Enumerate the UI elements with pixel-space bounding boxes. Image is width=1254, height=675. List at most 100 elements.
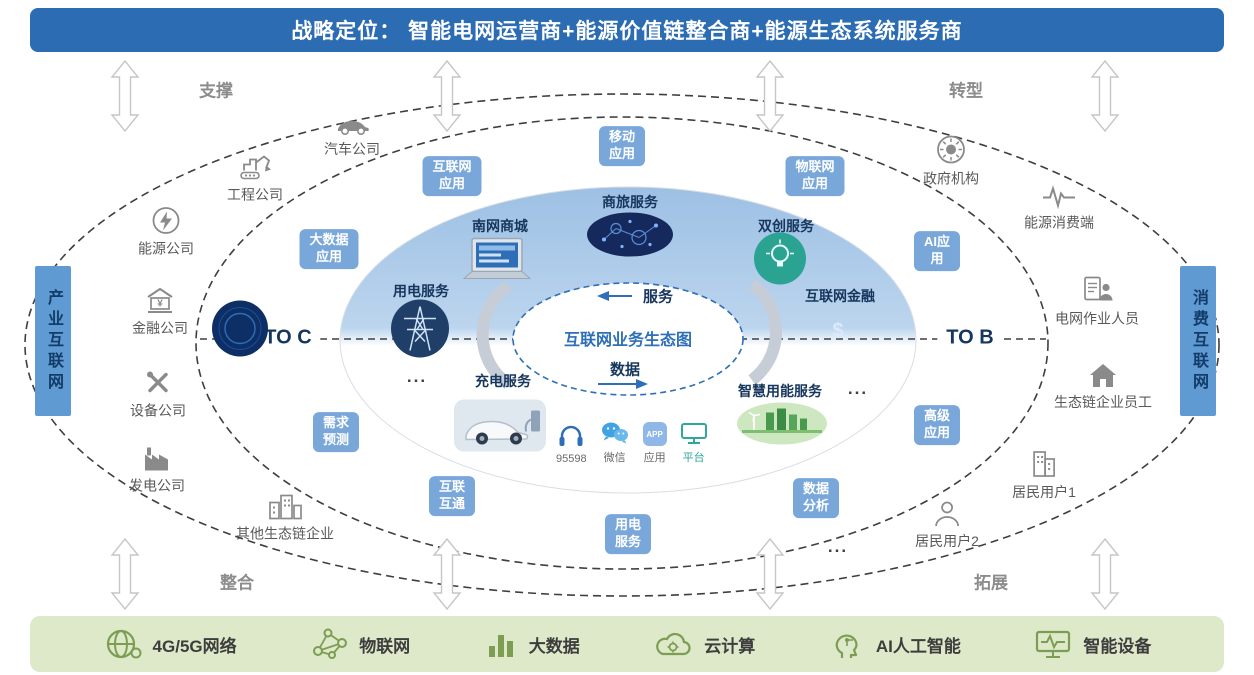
label-integrate: 整合 xyxy=(220,573,254,593)
tech-label: 4G/5G网络 xyxy=(152,636,237,656)
smart-energy-city-image xyxy=(736,402,828,451)
service-flow-arrow xyxy=(597,291,632,301)
app-label-advanced: 高级 应用 xyxy=(913,405,961,445)
entity-label: 其他生态链企业 xyxy=(236,525,334,542)
charging-car-image xyxy=(454,399,546,457)
channel-label: 平台 xyxy=(682,452,705,464)
center-title: 互联网业务生态图 xyxy=(563,332,693,349)
industry-internet-bar: 产业互联网 xyxy=(35,266,71,416)
dollar-glyph: $ xyxy=(832,319,844,342)
person-icon xyxy=(932,499,962,528)
entity-engineering-company: 工程公司 xyxy=(227,152,283,205)
entity-auto-company: 汽车公司 xyxy=(324,117,380,159)
tech-ai: AI人工智能 xyxy=(828,626,961,662)
app-label-bigdata: 大数据 应用 xyxy=(299,229,359,269)
left-crescent xyxy=(476,281,512,389)
wechat-icon xyxy=(601,422,628,444)
app-label-ai: AI应 用 xyxy=(913,231,961,271)
entity-label: 设备公司 xyxy=(130,402,186,419)
app-icon: APP xyxy=(642,422,667,446)
entity-ecosystem-employee: 生态链企业员工 xyxy=(1054,360,1152,412)
app-label-iot: 物联网 应用 xyxy=(785,156,845,196)
entity-power-gen-company: 发电公司 xyxy=(129,445,185,496)
app-label-demand-forecast: 需求 预测 xyxy=(312,412,360,452)
channel-wechat: 微信 xyxy=(600,420,630,465)
strategy-banner: 战略定位： 智能电网运营商+能源价值链整合商+能源生态系统服务商 xyxy=(30,8,1224,52)
entity-label: 工程公司 xyxy=(227,186,283,203)
internet-finance-image: $ xyxy=(211,300,1254,363)
tools-icon xyxy=(143,368,173,398)
double-arrow-icon xyxy=(110,60,140,132)
tech-bigdata: 大数据 xyxy=(483,627,580,661)
entity-equipment-company: 设备公司 xyxy=(130,368,186,421)
channel-app: APP 应用 xyxy=(642,422,667,465)
ellipsis-mark: ... xyxy=(827,537,849,556)
service-name-finance: 互联网金融 xyxy=(805,288,875,304)
outer-dashed-ring xyxy=(24,93,1220,597)
tech-label: 智能设备 xyxy=(1083,636,1152,656)
double-arrow-icon xyxy=(1090,60,1120,132)
entity-government: 政府机构 xyxy=(923,134,979,189)
tech-iot: 物联网 xyxy=(309,626,410,662)
service-name-charging: 充电服务 xyxy=(475,373,531,389)
entity-label: 政府机构 xyxy=(923,170,979,187)
channel-platform: 平台 xyxy=(680,421,708,465)
entity-label: 居民用户2 xyxy=(915,533,979,549)
app-label-power-service: 用电 服务 xyxy=(604,514,652,554)
app-label-interconnection: 互联 互通 xyxy=(428,476,476,516)
factory-icon xyxy=(141,445,173,473)
app-label-internet: 互联网 应用 xyxy=(422,156,482,196)
label-transform: 转型 xyxy=(949,81,983,101)
power-tower-image xyxy=(390,299,450,364)
entity-label: 金融公司 xyxy=(132,320,188,336)
service-channels: 95598 微信 APP 应用 平台 xyxy=(556,420,708,465)
banner-title: 战略定位： 智能电网运营商+能源价值链整合商+能源生态系统服务商 xyxy=(291,20,963,43)
double-arrow-icon xyxy=(755,60,785,132)
excavator-icon xyxy=(237,152,273,182)
channel-label: 微信 xyxy=(603,452,626,464)
double-arrow-icon xyxy=(110,538,140,610)
headset-icon xyxy=(559,425,583,446)
service-name-power: 用电服务 xyxy=(393,283,449,299)
right-crescent xyxy=(748,279,782,385)
entity-other-ecosystem-companies: 其他生态链企业 xyxy=(236,491,334,544)
tech-label: 物联网 xyxy=(359,636,411,656)
double-arrow-icon xyxy=(432,60,462,132)
entity-label: 能源消费端 xyxy=(1024,214,1094,231)
tech-4g5g: 4G/5G网络 xyxy=(103,626,237,662)
apartment-icon xyxy=(1029,448,1059,479)
bar-chart-icon xyxy=(488,635,513,657)
consumer-internet-bar: 消费互联网 xyxy=(1180,266,1216,416)
smart-device-icon xyxy=(1036,630,1071,658)
double-arrow-icon xyxy=(755,538,785,610)
entity-label: 汽车公司 xyxy=(324,141,380,157)
entity-label: 生态链企业员工 xyxy=(1054,394,1152,410)
network-globe-icon xyxy=(106,629,142,659)
platform-monitor-icon xyxy=(680,423,707,444)
service-name-innovation: 双创服务 xyxy=(758,218,814,234)
bank-icon: ¥ xyxy=(144,286,176,315)
label-support: 支撑 xyxy=(199,81,233,101)
ai-head-icon xyxy=(835,634,858,658)
center-dashed-ellipse xyxy=(512,282,744,396)
entity-label: 发电公司 xyxy=(129,477,185,494)
tech-smart-device: 智能设备 xyxy=(1033,628,1151,661)
app-icon-text: APP xyxy=(646,429,663,439)
tech-cloud: 云计算 xyxy=(652,627,755,661)
entity-finance-company: ¥ 金融公司 xyxy=(132,286,188,338)
tech-label: 云计算 xyxy=(704,636,756,656)
lightning-icon xyxy=(151,206,181,236)
worker-clipboard-icon xyxy=(1080,274,1114,306)
channel-95598: 95598 xyxy=(556,424,587,465)
app-label-mobile: 移动 应用 xyxy=(598,126,646,166)
iot-nodes-icon xyxy=(313,628,348,659)
double-arrow-icon xyxy=(432,538,462,610)
channel-label: 95598 xyxy=(556,453,587,465)
label-expand: 拓展 xyxy=(974,573,1008,593)
buildings-icon xyxy=(266,491,304,521)
entity-label: 居民用户1 xyxy=(1012,484,1076,500)
pulse-icon xyxy=(1041,184,1077,210)
entity-energy-consumer: 能源消费端 xyxy=(1024,184,1094,233)
service-name-mall: 南网商城 xyxy=(472,218,528,234)
